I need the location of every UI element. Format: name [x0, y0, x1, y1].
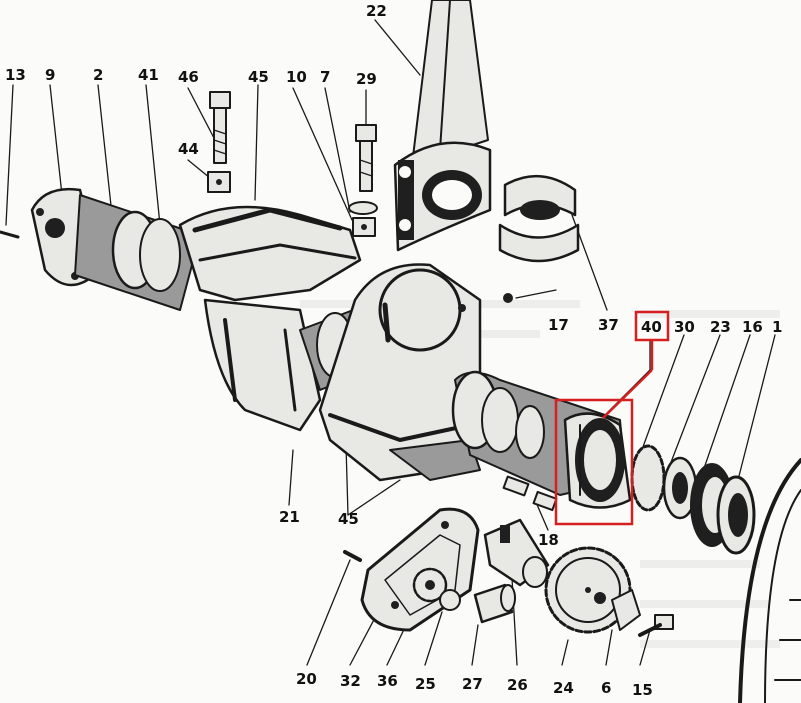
label-2: 2 — [93, 66, 103, 84]
label-26: 26 — [507, 676, 528, 694]
seal-1 — [716, 475, 756, 555]
crankshaft — [0, 187, 626, 512]
nut-44 — [207, 171, 231, 193]
screw-20 — [343, 550, 362, 562]
bearing-40 — [563, 412, 632, 509]
bolt-29 — [355, 124, 377, 192]
label-13: 13 — [5, 66, 26, 84]
label-24: 24 — [553, 679, 574, 697]
highlight-part-box — [554, 398, 634, 526]
label-9: 9 — [45, 66, 55, 84]
flywheel-edge — [738, 458, 801, 703]
label-16: 16 — [742, 318, 763, 336]
label-21: 21 — [279, 508, 300, 526]
label-41: 41 — [138, 66, 159, 84]
label-46: 46 — [178, 68, 199, 86]
label-30: 30 — [674, 318, 695, 336]
pump-body-26 — [483, 518, 550, 588]
connecting-rod — [393, 0, 492, 252]
bearing-shells — [498, 174, 580, 263]
highlight-group — [554, 310, 670, 526]
sprocket-24 — [544, 546, 632, 634]
washer-7-nut-10 — [348, 201, 378, 237]
label-7: 7 — [320, 68, 330, 86]
sprocket-30 — [630, 444, 666, 512]
label-22: 22 — [366, 2, 387, 20]
plunger-27 — [473, 583, 516, 624]
label-40: 40 — [641, 318, 662, 336]
label-45-bottom: 45 — [338, 510, 359, 528]
label-27: 27 — [462, 675, 483, 693]
label-32: 32 — [340, 672, 361, 690]
label-17: 17 — [548, 316, 569, 334]
pump-cover-32 — [360, 507, 480, 632]
label-45-top: 45 — [248, 68, 269, 86]
label-20: 20 — [296, 670, 317, 688]
part-labels: 13 9 2 41 46 45 10 7 29 22 44 17 37 40 3… — [5, 2, 782, 699]
gear-36-25 — [412, 567, 461, 611]
label-1: 1 — [772, 318, 782, 336]
bolt-46 — [209, 91, 231, 164]
bolt-15 — [638, 614, 674, 637]
label-10: 10 — [286, 68, 307, 86]
label-37: 37 — [598, 316, 619, 334]
label-25: 25 — [415, 675, 436, 693]
label-36: 36 — [377, 672, 398, 690]
label-44: 44 — [178, 140, 199, 158]
plate-6 — [611, 589, 641, 631]
label-6: 6 — [601, 679, 611, 697]
label-15: 15 — [632, 681, 653, 699]
label-29: 29 — [356, 70, 377, 88]
label-23: 23 — [710, 318, 731, 336]
label-18: 18 — [538, 531, 559, 549]
